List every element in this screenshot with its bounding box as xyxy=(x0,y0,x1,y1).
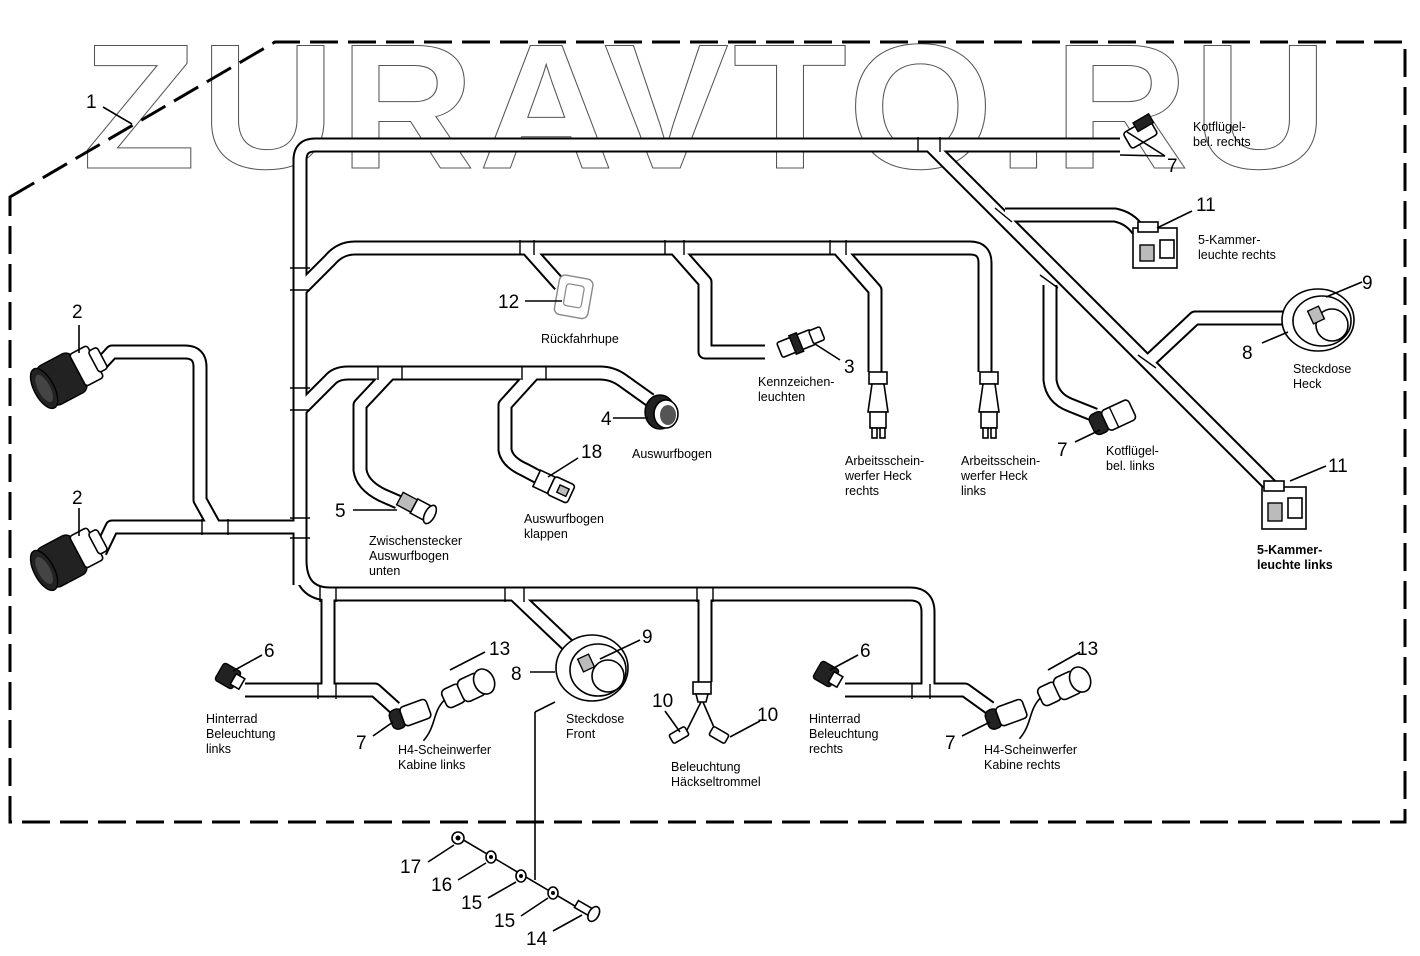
callout-4[interactable]: 4 xyxy=(601,409,612,430)
callout-leaders xyxy=(78,106,1363,932)
connector-rueckfahrhupe[interactable] xyxy=(553,274,594,320)
callout-8[interactable]: 8 xyxy=(1242,343,1253,364)
harness-wire-fill xyxy=(296,367,654,414)
callout-15[interactable]: 15 xyxy=(494,911,515,932)
caption-kotfluegel-rechts: Kotflügel- bel. rechts xyxy=(1193,120,1251,149)
round-connector-2-lower[interactable] xyxy=(25,520,113,595)
callout-5[interactable]: 5 xyxy=(335,501,346,522)
socket-steckdose-heck[interactable] xyxy=(1281,288,1355,352)
bulb-holder-13-links[interactable] xyxy=(406,666,505,742)
callout-10[interactable]: 10 xyxy=(757,705,778,726)
connector-5-kammer-rechts[interactable] xyxy=(1132,221,1178,269)
callout-16[interactable]: 16 xyxy=(431,875,452,896)
caption-auswurfbogen-klappen: Auswurfbogen klappen xyxy=(524,512,607,541)
caption-arbeitsscheinwerfer-links: Arbeitsschein- werfer Heck links xyxy=(960,454,1044,498)
captions: Kotflügel- bel. rechts 5-Kammer- leuchte… xyxy=(206,120,1355,789)
callout-9[interactable]: 9 xyxy=(642,627,653,648)
plug-arbeitsscheinwerfer-rechts[interactable] xyxy=(867,371,889,439)
caption-kotfluegel-links: Kotflügel- bel. links xyxy=(1106,444,1162,473)
callout-13[interactable]: 13 xyxy=(489,639,510,660)
callout-11[interactable]: 11 xyxy=(1196,195,1216,216)
socket-steckdose-front[interactable] xyxy=(555,634,629,702)
callout-13[interactable]: 13 xyxy=(1077,639,1098,660)
harness-wire-fill xyxy=(833,244,881,372)
callout-6[interactable]: 6 xyxy=(860,641,871,662)
bulb-holder-13-rechts[interactable] xyxy=(1002,664,1101,740)
connector-kotfluegel-rechts[interactable] xyxy=(1121,112,1160,149)
callout-12[interactable]: 12 xyxy=(498,292,519,313)
callout-7[interactable]: 7 xyxy=(1167,156,1178,177)
connector-kotfluegel-links[interactable] xyxy=(1087,398,1137,437)
harness-wire-fill xyxy=(845,684,994,713)
callout-8[interactable]: 8 xyxy=(511,664,522,685)
hardware-fastener-stack xyxy=(451,822,601,923)
connector-zwischenstecker[interactable] xyxy=(395,490,439,526)
callout-15[interactable]: 15 xyxy=(461,893,482,914)
callout-11[interactable]: 11 xyxy=(1328,456,1348,477)
caption-h4-links: H4-Scheinwerfer Kabine links xyxy=(398,743,495,772)
callout-7[interactable]: 7 xyxy=(1057,440,1068,461)
watermark-text: ZURAVTO.RU xyxy=(82,7,1332,206)
callout-7[interactable]: 7 xyxy=(945,733,956,754)
connector-hinterrad-rechts[interactable] xyxy=(812,660,845,690)
harness-wire-fill xyxy=(95,521,300,555)
plug-arbeitsscheinwerfer-links[interactable] xyxy=(978,371,1000,439)
callout-1[interactable]: 1 xyxy=(86,92,97,113)
harness-wire-fill xyxy=(294,559,934,690)
caption-steckdose-heck: Steckdose Heck xyxy=(1293,362,1355,391)
callout-2[interactable]: 2 xyxy=(72,302,83,323)
callout-18[interactable]: 18 xyxy=(581,442,602,463)
caption-zwischenstecker: Zwischenstecker Auswurfbogen unten xyxy=(369,534,466,578)
harness-wire-fill xyxy=(926,141,1279,494)
harness-wire-fill xyxy=(1044,285,1098,421)
caption-arbeitsscheinwerfer-rechts: Arbeitsschein- werfer Heck rechts xyxy=(844,454,928,498)
caption-h4-rechts: H4-Scheinwerfer Kabine rechts xyxy=(984,743,1081,772)
harness-wire-fill xyxy=(354,369,401,508)
assembly-boundary xyxy=(8,40,1407,824)
harness-wire-fill xyxy=(522,244,565,289)
harness-wire-fill xyxy=(245,684,399,713)
connector-5-kammer-links[interactable] xyxy=(1261,480,1307,530)
harness-wire-fill xyxy=(296,242,991,372)
harness-wire-fill xyxy=(1005,209,1143,234)
connector-h4-rechts[interactable] xyxy=(984,698,1028,730)
harness-wire-fill xyxy=(1144,312,1285,367)
caption-auswurfbogen: Auswurfbogen xyxy=(632,447,712,461)
callout-3[interactable]: 3 xyxy=(844,357,855,378)
caption-5-kammer-links: 5-Kammer- leuchte links xyxy=(1257,543,1333,572)
socket-auswurfbogen[interactable] xyxy=(644,394,679,430)
callout-17[interactable]: 17 xyxy=(400,857,421,878)
callout-10[interactable]: 10 xyxy=(652,691,673,712)
harness-wire-fill xyxy=(95,346,220,530)
connector-auswurfbogen-klappen[interactable] xyxy=(531,469,576,504)
harness-wire-fill xyxy=(294,139,1120,585)
connectors-haeckseltrommel[interactable] xyxy=(668,681,730,744)
callout-6[interactable]: 6 xyxy=(264,641,275,662)
caption-5-kammer-rechts: 5-Kammer- leuchte rechts xyxy=(1198,233,1276,262)
harness-wire-fill xyxy=(670,244,765,358)
caption-kennzeichenleuchten: Kennzeichen- leuchten xyxy=(758,375,838,404)
junction-ticks xyxy=(201,137,1157,699)
caption-rueckfahrhupe: Rückfahrhupe xyxy=(541,332,619,346)
caption-haeckseltrommel: Beleuchtung Häckseltrommel xyxy=(671,760,761,789)
connector-h4-links[interactable] xyxy=(388,698,432,730)
caption-hinterrad-rechts: Hinterrad Beleuchtung rechts xyxy=(809,712,882,756)
caption-steckdose-front: Steckdose Front xyxy=(566,712,628,741)
callout-numbers: 1 2 2 3 4 5 6 6 7 7 7 7 8 8 9 9 10 10 11… xyxy=(72,92,1373,950)
callout-2[interactable]: 2 xyxy=(72,488,83,509)
callout-7[interactable]: 7 xyxy=(356,733,367,754)
harness-wire-outline xyxy=(294,365,655,416)
callout-14[interactable]: 14 xyxy=(526,929,548,950)
callout-9[interactable]: 9 xyxy=(1362,273,1373,294)
connector-kennzeichenleuchten[interactable] xyxy=(776,324,826,360)
harness-wire-fill xyxy=(510,590,579,656)
harness-wire-fill xyxy=(499,369,543,483)
round-connector-2-upper[interactable] xyxy=(25,338,113,413)
caption-hinterrad-links: Hinterrad Beleuchtung links xyxy=(206,712,279,756)
